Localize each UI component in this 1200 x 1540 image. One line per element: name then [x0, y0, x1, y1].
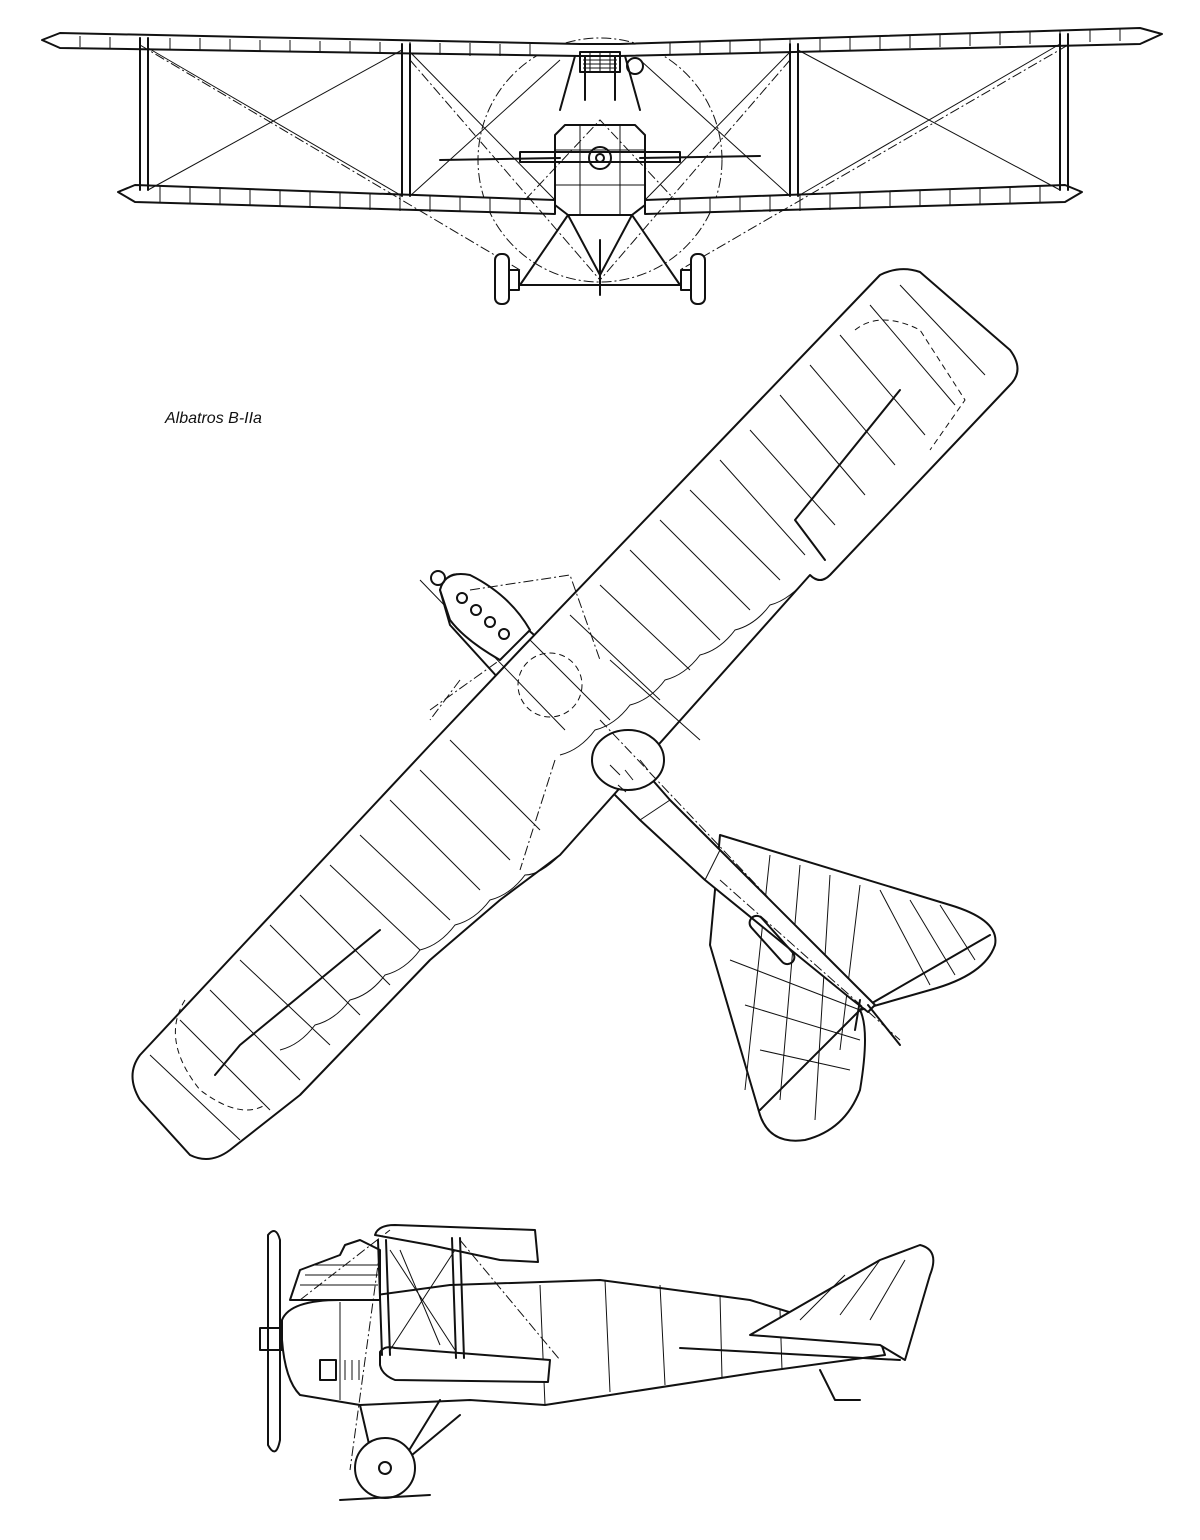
- cockpit-top: [591, 729, 665, 791]
- aileron-right: [794, 389, 901, 561]
- propeller-hub: [588, 146, 612, 170]
- spinner-top: [430, 570, 446, 586]
- propeller-blade-front: [439, 155, 761, 161]
- bracing-wires: [147, 43, 1061, 201]
- wheels-front: [494, 253, 706, 305]
- upper-wing-side: [374, 1224, 539, 1263]
- lower-wing-front-right: [644, 184, 1083, 215]
- front-view: [41, 27, 1163, 305]
- top-rigging: [429, 574, 901, 1041]
- undercarriage-front: [514, 214, 686, 296]
- engine-cylinders: [456, 592, 510, 640]
- tailplane-ribs: [729, 854, 976, 1121]
- cabane-struts: [559, 55, 641, 111]
- lower-wing-front: [117, 184, 556, 215]
- tail-fin: [749, 1244, 935, 1361]
- lower-wing-rib-ticks: [159, 186, 1041, 213]
- lower-wing-side: [379, 1346, 551, 1383]
- upper-wing-front: [41, 27, 1163, 57]
- drawing-caption: Albatros B-IIa: [165, 410, 262, 427]
- aileron-left: [214, 929, 381, 1076]
- flying-wires: [139, 44, 1069, 281]
- engine-side: [289, 1239, 381, 1301]
- main-wing-top: [131, 268, 1019, 1160]
- propeller-side: [267, 1230, 281, 1453]
- side-view: [259, 1224, 935, 1501]
- upper-wing-rib-ticks: [79, 28, 1121, 56]
- top-view: [131, 268, 1019, 1160]
- interplane-struts: [139, 33, 1069, 197]
- wheel-side: [354, 1437, 416, 1499]
- side-wires: [389, 1249, 456, 1351]
- fuselage-side-frames: [339, 1279, 783, 1406]
